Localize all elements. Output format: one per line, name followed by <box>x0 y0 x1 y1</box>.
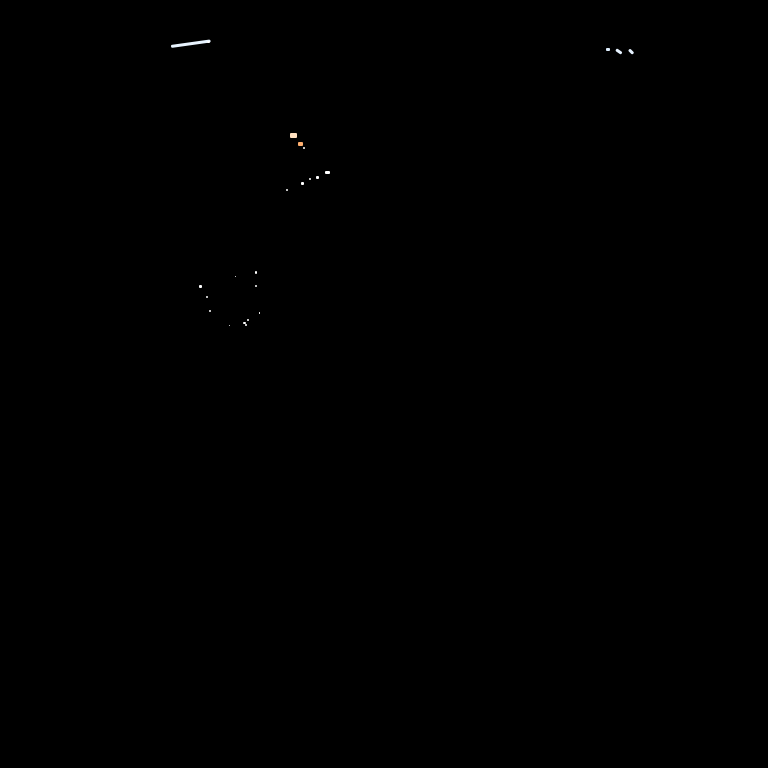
light-speck <box>316 176 319 179</box>
light-speck <box>199 285 202 288</box>
light-speck <box>303 147 305 149</box>
light-speck <box>255 285 257 287</box>
light-streak <box>627 48 635 55</box>
light-speck <box>247 319 249 321</box>
light-speck <box>325 171 330 174</box>
light-speck <box>259 312 260 314</box>
light-streak <box>615 48 623 55</box>
light-speck <box>209 310 211 312</box>
light-speck <box>301 182 304 185</box>
light-speck <box>207 41 210 43</box>
light-speck <box>286 189 288 191</box>
light-speck <box>298 142 303 146</box>
light-speck <box>243 322 246 324</box>
light-speck <box>235 276 236 277</box>
light-speck <box>606 48 610 51</box>
light-speck <box>309 178 311 180</box>
light-speck <box>206 296 208 298</box>
light-speck <box>290 133 297 138</box>
light-speck <box>229 325 230 326</box>
light-speck <box>245 324 247 326</box>
light-streak <box>170 39 211 48</box>
light-speck <box>255 271 257 274</box>
